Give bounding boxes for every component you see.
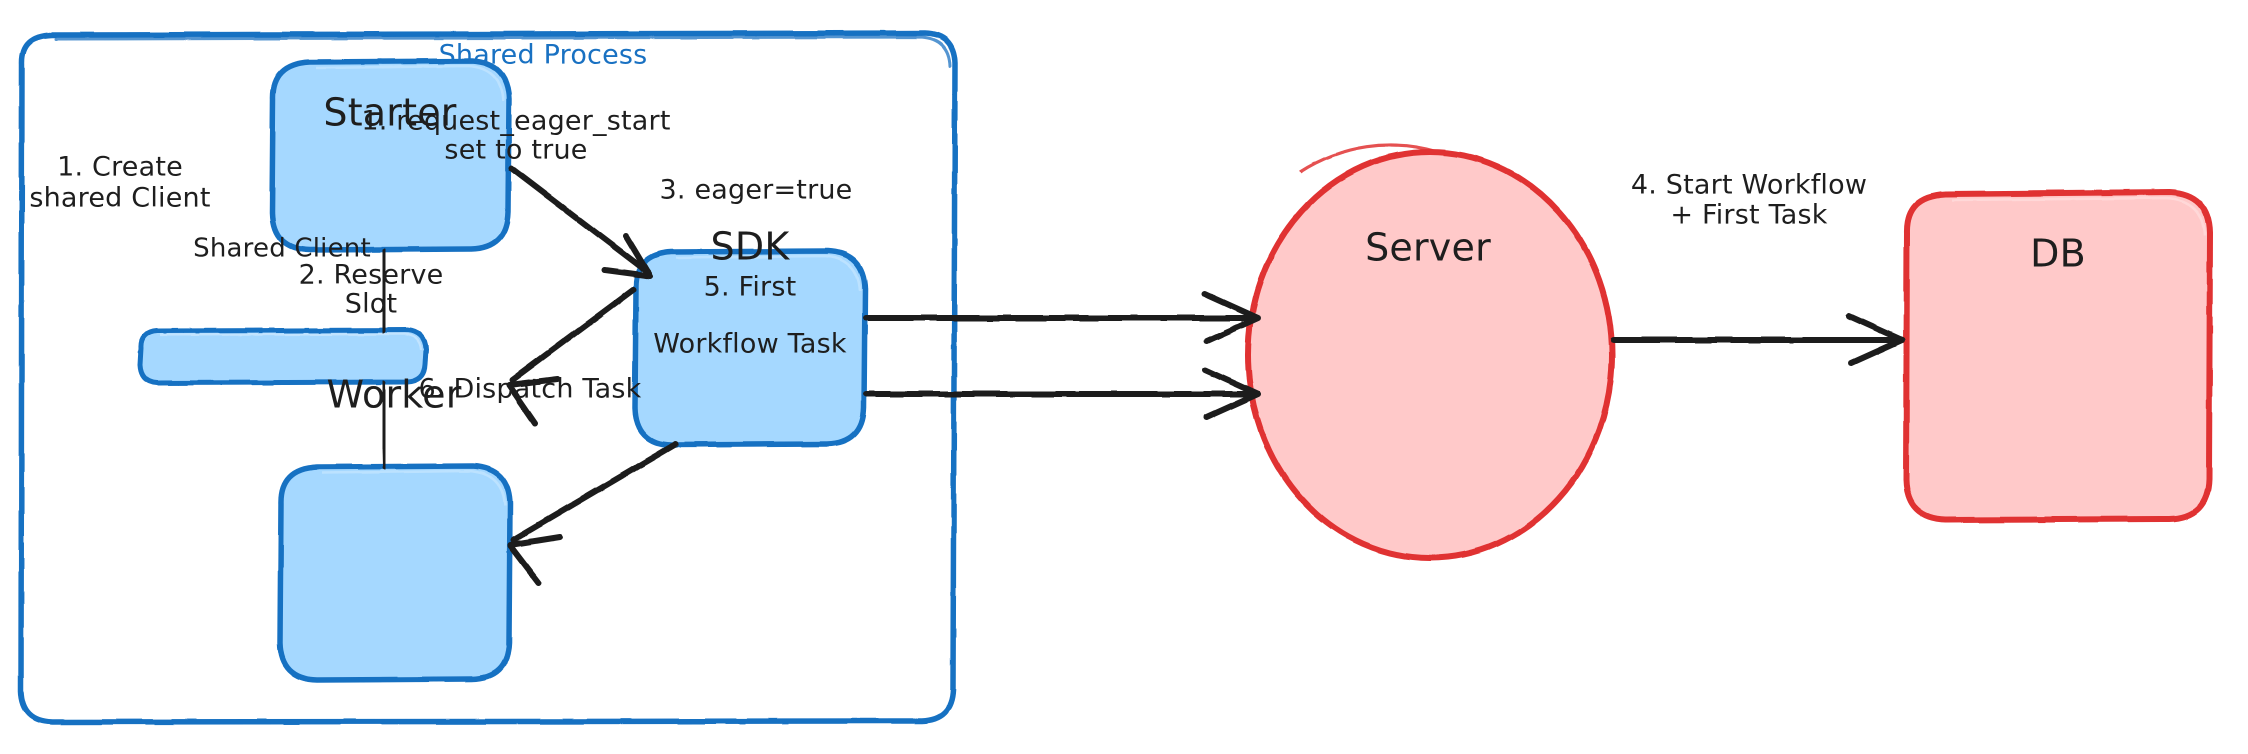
edge-request-eager-start-arrow (508, 165, 653, 279)
node-worker (277, 463, 513, 683)
node-starter (269, 58, 512, 253)
edge-eager-true-arrow (863, 291, 1261, 344)
edge-first-workflow-task-arrow (863, 367, 1261, 420)
node-shared-client (137, 327, 429, 386)
node-db (1903, 189, 2213, 523)
edge-starter-shared-client (380, 248, 388, 334)
edge-start-workflow-arrow (1611, 313, 1905, 366)
node-sdk (632, 248, 868, 448)
edge-shared-client-worker (380, 380, 388, 470)
edge-dispatch-task-arrow (507, 441, 679, 586)
edge-reserve-slot-arrow (506, 287, 636, 426)
shared-process-container (18, 30, 958, 725)
node-server (1245, 143, 1615, 561)
